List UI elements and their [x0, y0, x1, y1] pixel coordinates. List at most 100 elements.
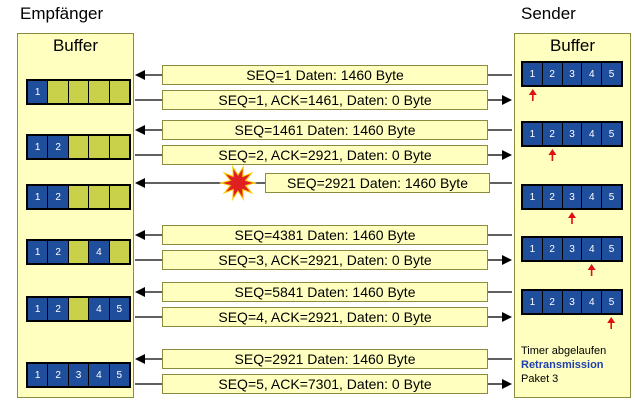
sender-buffer-cell: 2	[542, 291, 563, 313]
receiver-buffer-cell: 2	[48, 136, 69, 158]
sender-buffer-cell: 3	[562, 238, 583, 260]
receiver-buffer-cell: 1	[28, 364, 49, 386]
sender-buffer-cell: 1	[523, 291, 543, 313]
sender-buffer-cell: 2	[542, 123, 563, 145]
receiver-buffer-cell: 1	[28, 81, 49, 103]
arrow-head-right	[502, 312, 512, 322]
sender-buffer-cell: 3	[562, 123, 583, 145]
receiver-buffer-cell	[68, 298, 90, 320]
sender-buffer-cell: 4	[582, 291, 603, 313]
ack-segment-label: SEQ=1, ACK=1461, Daten: 0 Byte	[162, 90, 488, 110]
receiver-buffer-cell: 1	[28, 136, 49, 158]
receiver-buffer-cell	[48, 81, 69, 103]
window-pointer-icon	[548, 149, 557, 161]
receiver-buffer-cell: 4	[89, 298, 110, 320]
receiver-buffer-cell: 1	[28, 241, 49, 263]
sender-header: Sender	[521, 4, 576, 23]
arrow-head-left	[135, 354, 145, 364]
sender-buffer-cell: 1	[523, 186, 543, 208]
window-pointer-icon	[587, 264, 596, 276]
window-pointer-icon	[607, 317, 616, 329]
explosion-icon	[219, 164, 257, 202]
window-pointer-icon	[568, 212, 576, 224]
timer-note-line2: Retransmission	[521, 359, 604, 371]
receiver-buffer-cell	[68, 241, 90, 263]
sender-buffer-cell: 5	[602, 186, 621, 208]
ack-segment-label: SEQ=4, ACK=2921, Daten: 0 Byte	[162, 307, 488, 327]
receiver-header: Empfänger	[20, 4, 104, 23]
receiver-buffer-cell	[109, 136, 130, 158]
lost-segment-label: SEQ=2921 Daten: 1460 Byte	[265, 173, 490, 193]
receiver-buffer-cell	[89, 186, 110, 208]
sender-buffer-cell: 5	[602, 291, 621, 313]
data-segment-label: SEQ=5841 Daten: 1460 Byte	[162, 282, 488, 302]
arrow-head-left	[135, 125, 145, 135]
timer-note-line3: Paket 3	[521, 373, 559, 385]
sender-buffer-cell: 4	[582, 123, 603, 145]
arrow-head-right	[502, 379, 512, 389]
receiver-buffer-cell	[68, 81, 90, 103]
sender-buffer-cell: 1	[523, 63, 543, 85]
arrow-head-left	[135, 230, 145, 240]
sender-buffer-cell: 2	[542, 63, 563, 85]
data-segment-label: SEQ=2921 Daten: 1460 Byte	[162, 349, 488, 369]
timer-note-line1: Timer abgelaufen	[521, 345, 607, 357]
sender-buffer-cell: 1	[523, 123, 543, 145]
receiver-buffer-title: Buffer	[52, 36, 99, 55]
receiver-buffer-cell	[109, 241, 130, 263]
data-segment-label: SEQ=1461 Daten: 1460 Byte	[162, 120, 488, 140]
receiver-buffer-cell: 2	[48, 186, 69, 208]
timer-note: Timer abgelaufen Retransmission Paket 3	[521, 344, 606, 386]
sender-buffer-cell: 3	[562, 291, 583, 313]
receiver-buffer-cell: 2	[48, 241, 69, 263]
sender-buffer-cell: 2	[542, 238, 563, 260]
sender-buffer-cell: 1	[523, 238, 543, 260]
receiver-buffer-cell: 2	[48, 364, 69, 386]
window-pointer-icon	[528, 89, 537, 101]
receiver-buffer-cell: 4	[89, 364, 110, 386]
sender-buffer-cell: 3	[562, 63, 583, 85]
data-segment-label: SEQ=1 Daten: 1460 Byte	[162, 65, 488, 85]
sender-buffer-cell: 3	[562, 186, 583, 208]
sender-buffer-cell: 2	[542, 186, 563, 208]
sender-buffer-cell: 5	[602, 63, 621, 85]
receiver-buffer-cell: 4	[89, 241, 110, 263]
receiver-buffer-1: 1	[26, 79, 131, 105]
sender-buffer-title: Buffer	[549, 36, 596, 55]
arrow-head-right	[502, 150, 512, 160]
sender-buffer-cell: 5	[602, 123, 621, 145]
receiver-buffer-cell	[68, 186, 90, 208]
ack-segment-label: SEQ=5, ACK=7301, Daten: 0 Byte	[162, 374, 488, 394]
receiver-buffer-cell: 5	[109, 364, 130, 386]
arrow-head-right	[502, 95, 512, 105]
arrow-head-right	[502, 255, 512, 265]
receiver-buffer-cell: 1	[28, 186, 49, 208]
ack-segment-label: SEQ=2, ACK=2921, Daten: 0 Byte	[162, 145, 488, 165]
receiver-buffer-cell: 2	[48, 298, 69, 320]
sender-buffer-cell: 4	[582, 186, 603, 208]
receiver-buffer-cell	[109, 81, 130, 103]
arrow-head-left	[135, 178, 145, 188]
receiver-buffer-cell	[68, 136, 90, 158]
receiver-buffer-cell	[109, 186, 130, 208]
receiver-buffer-cell: 1	[28, 298, 49, 320]
receiver-buffer-cell: 5	[109, 298, 130, 320]
receiver-buffer-cell	[89, 81, 110, 103]
receiver-buffer-cell: 3	[68, 364, 90, 386]
arrow-head-left	[135, 70, 145, 80]
sender-buffer-cell: 5	[602, 238, 621, 260]
arrow-head-left	[135, 287, 145, 297]
receiver-buffer-cell	[89, 136, 110, 158]
